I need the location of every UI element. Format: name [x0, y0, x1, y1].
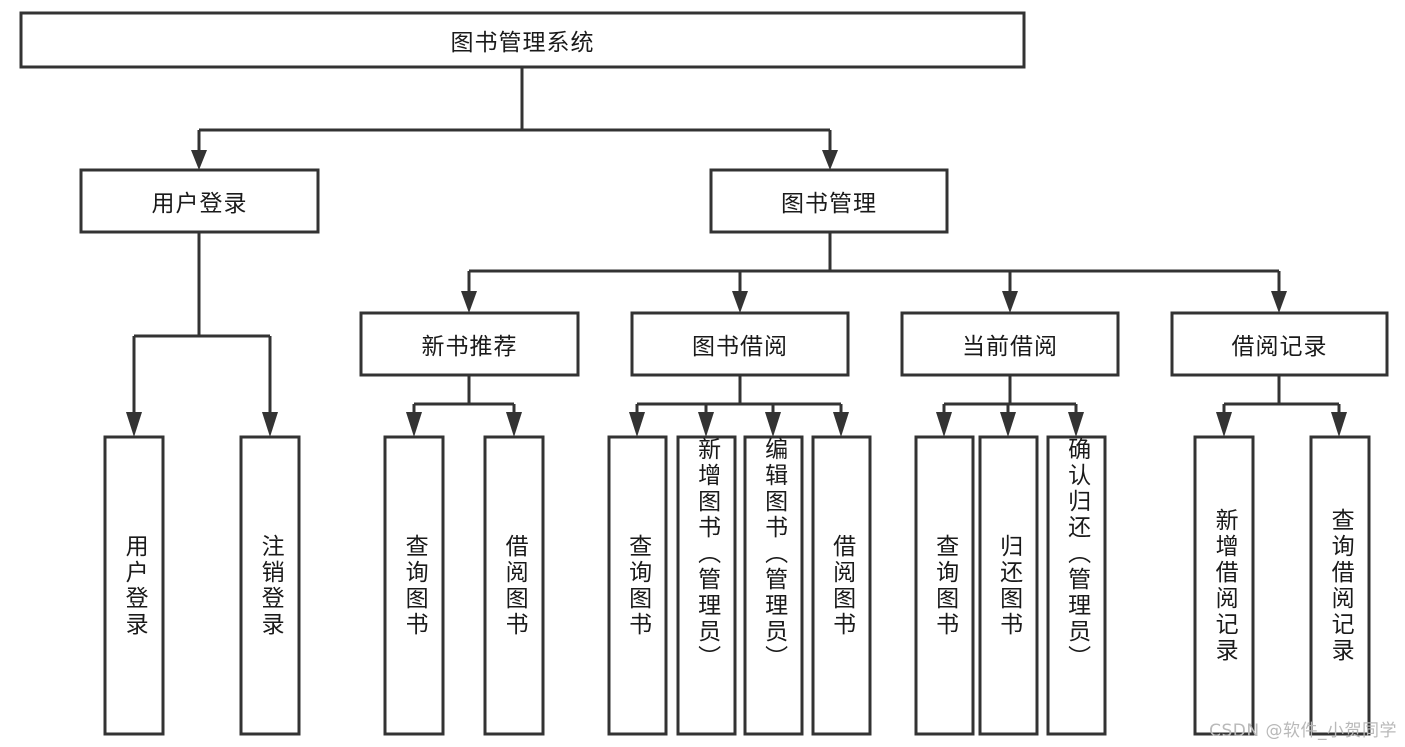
arrow-head-currentborrow-leaf-2	[1000, 412, 1016, 437]
node-book-borrow[interactable]	[630, 311, 850, 377]
arrow-head-currentborrow-leaf-3	[1068, 412, 1084, 437]
node-borrow-record[interactable]	[1170, 311, 1389, 377]
node-rect-group	[19, 11, 1389, 736]
arrow-head-book-mgmt	[822, 150, 838, 170]
node-root[interactable]	[19, 11, 1026, 69]
arrow-head-newbook-leaf-2	[506, 412, 522, 437]
arrow-head-borrowrecord-leaf-2	[1331, 412, 1347, 437]
leaf-new-book-0[interactable]	[383, 435, 445, 736]
leaf-user-login-1[interactable]	[239, 435, 301, 736]
leaf-book-borrow-2[interactable]	[743, 435, 804, 736]
arrow-head-current-borrow	[1002, 291, 1018, 313]
node-book-management[interactable]	[709, 168, 949, 234]
arrow-head-user-login	[191, 150, 207, 170]
node-current-borrow[interactable]	[900, 311, 1120, 377]
leaf-current-borrow-2[interactable]	[1046, 435, 1107, 736]
leaf-current-borrow-1[interactable]	[978, 435, 1039, 736]
leaf-current-borrow-0[interactable]	[914, 435, 975, 736]
node-new-book-recommend[interactable]	[359, 311, 580, 377]
arrow-head-bookborrow-leaf-2	[698, 412, 714, 437]
arrow-head-book-borrow	[732, 291, 748, 313]
arrow-head-leaf-logout	[262, 412, 278, 437]
leaf-new-book-1[interactable]	[483, 435, 545, 736]
arrow-head-borrow-record	[1271, 291, 1287, 313]
arrow-head-bookborrow-leaf-3	[765, 412, 781, 437]
arrow-head-borrowrecord-leaf-1	[1216, 412, 1232, 437]
node-user-login[interactable]	[79, 168, 320, 234]
arrow-head-leaf-user-login	[126, 412, 142, 437]
arrow-head-newbook-leaf-1	[406, 412, 422, 437]
leaf-book-borrow-3[interactable]	[811, 435, 872, 736]
arrow-head-new-book	[461, 291, 477, 313]
leaf-book-borrow-0[interactable]	[607, 435, 668, 736]
arrow-head-bookborrow-leaf-1	[629, 412, 645, 437]
leaf-user-login-0[interactable]	[103, 435, 165, 736]
arrow-head-currentborrow-leaf-1	[936, 412, 952, 437]
leaf-borrow-record-0[interactable]	[1193, 435, 1255, 736]
leaf-book-borrow-1[interactable]	[676, 435, 737, 736]
leaf-borrow-record-1[interactable]	[1309, 435, 1371, 736]
arrow-head-bookborrow-leaf-4	[833, 412, 849, 437]
connector-group	[126, 67, 1347, 437]
